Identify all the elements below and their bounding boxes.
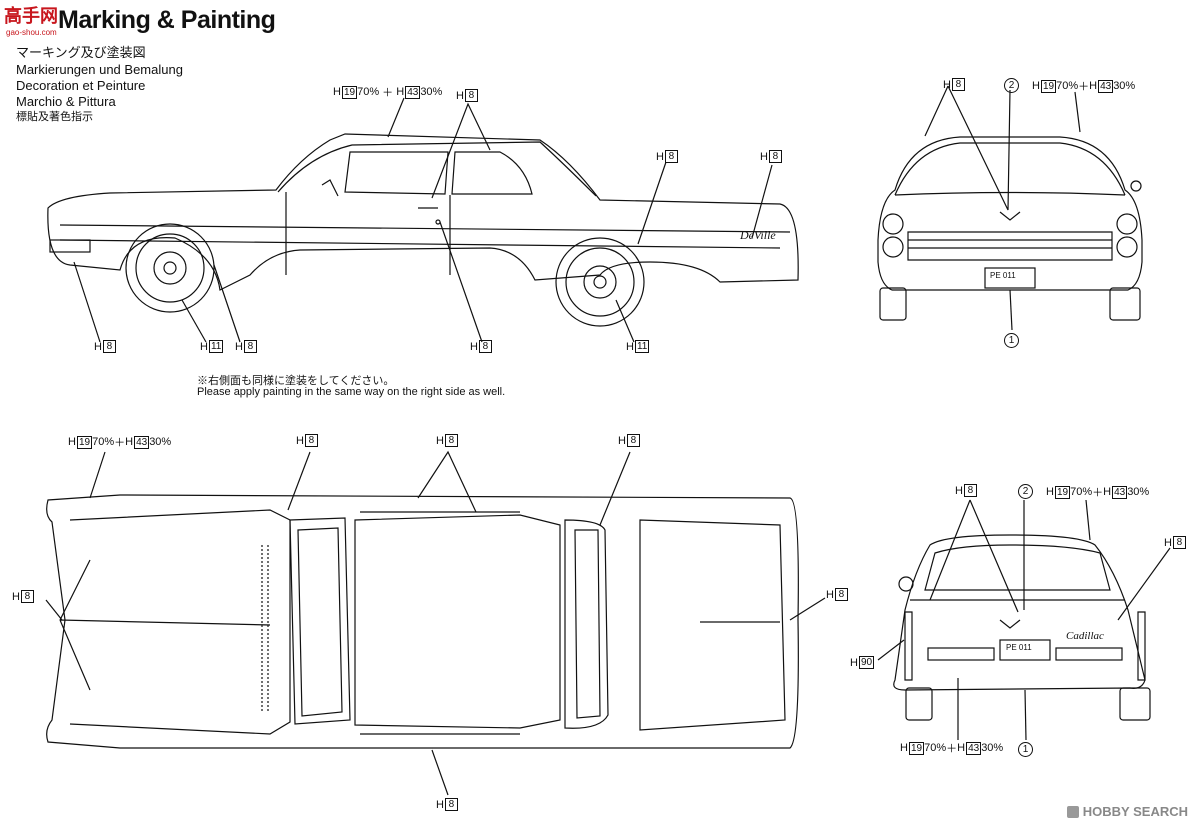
page-title: Marking & Painting: [58, 6, 276, 34]
site-logo: 高手网 gao-shou.com: [2, 2, 68, 38]
callout-front-1: 1: [1004, 333, 1019, 348]
watermark-text: HOBBY SEARCH: [1082, 804, 1188, 819]
note-english: Please apply painting in the same way on…: [197, 386, 506, 398]
subtitle-it: Marchio & Pittura: [16, 94, 116, 109]
side-view-car: [47, 97, 799, 343]
watermark: HOBBY SEARCH: [1066, 804, 1188, 819]
callout-rear-2: 2: [1018, 484, 1033, 499]
front-plate: PE 011: [990, 271, 1016, 280]
rear-view-car: [877, 499, 1171, 741]
subtitle-cn: 標貼及著色指示: [16, 111, 93, 123]
callout-front-2: 2: [1004, 78, 1019, 93]
rear-plate: PE 011: [1006, 643, 1032, 652]
front-view-car: [877, 85, 1143, 331]
subtitle-jp: マーキング及び塗装図: [16, 45, 146, 60]
subtitle-de: Markierungen und Bemalung: [16, 62, 183, 77]
watermark-icon: [1066, 805, 1079, 818]
top-view-car: [45, 450, 826, 796]
deville-badge: DeVille: [740, 228, 776, 242]
note-japanese: ※右側面も同様に塗装をしてください。: [197, 375, 395, 387]
callout-rear-1: 1: [1018, 742, 1033, 757]
subtitle-fr: Decoration et Peinture: [16, 78, 146, 93]
cadillac-badge: Cadillac: [1066, 630, 1104, 642]
logo-url: gao-shou.com: [6, 28, 57, 37]
logo-text: 高手网: [4, 6, 58, 26]
